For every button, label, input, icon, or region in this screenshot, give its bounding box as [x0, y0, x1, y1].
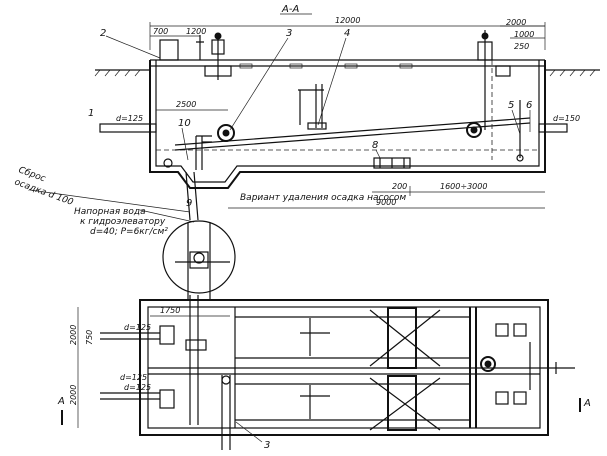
- svg-text:d=150: d=150: [553, 114, 580, 123]
- svg-text:5: 5: [508, 100, 514, 111]
- svg-text:А: А: [583, 398, 591, 409]
- section-title: А-А: [281, 4, 299, 15]
- svg-text:8: 8: [372, 140, 378, 151]
- plan-inlet-pipes: d=125 d=125 d=125: [100, 323, 207, 409]
- dimension-700-1200: 700 1200: [150, 27, 206, 37]
- svg-text:2500: 2500: [176, 100, 196, 109]
- svg-text:А: А: [57, 396, 65, 407]
- svg-text:1000: 1000: [514, 30, 534, 39]
- section-marker-left: А: [57, 396, 65, 425]
- svg-text:d=125: d=125: [116, 114, 143, 123]
- plan-scraper-frames: [369, 307, 477, 431]
- callout-2: 2: [100, 28, 106, 39]
- svg-text:2000: 2000: [506, 18, 526, 27]
- dimensions-section-bottom: 200 1600÷3000 9000 Вариант удаления осад…: [228, 182, 545, 209]
- svg-text:6: 6: [526, 100, 532, 111]
- svg-text:Напорная вода: Напорная вода: [74, 207, 146, 217]
- callout-4: 4: [344, 28, 350, 39]
- svg-text:9000: 9000: [376, 198, 396, 207]
- svg-text:12000: 12000: [335, 16, 360, 25]
- callout-3-plan: 3: [264, 440, 270, 451]
- svg-text:1: 1: [88, 108, 94, 119]
- section-marker-right: А: [579, 398, 591, 412]
- svg-text:1200: 1200: [186, 27, 206, 36]
- svg-text:700: 700: [153, 27, 168, 36]
- dimension-2500: 2500 10: [156, 100, 228, 161]
- plan-hydroelevator: [189, 295, 231, 450]
- ground-line: [94, 69, 600, 77]
- scraper-sprockets: [163, 122, 482, 168]
- svg-text:200: 200: [392, 182, 407, 191]
- tank-covers: [239, 63, 413, 69]
- svg-text:d=40; P=6кг/см²: d=40; P=6кг/см²: [90, 227, 168, 237]
- svg-text:d=125: d=125: [120, 373, 147, 382]
- svg-text:к гидроэлеватору: к гидроэлеватору: [80, 217, 166, 227]
- svg-text:1750: 1750: [160, 306, 180, 315]
- outlet-pipe: d=150 5 6: [508, 100, 580, 162]
- scraper-blade: [298, 84, 327, 130]
- svg-text:d=125: d=125: [124, 383, 151, 392]
- tank-section-body: [149, 59, 546, 189]
- svg-text:10: 10: [178, 118, 191, 129]
- plan-drive-right: [480, 323, 575, 405]
- svg-text:750: 750: [85, 330, 94, 345]
- svg-text:d=125: d=125: [124, 323, 151, 332]
- svg-text:250: 250: [514, 42, 529, 51]
- drive-mechanism-left: [159, 32, 232, 80]
- svg-text:9: 9: [186, 198, 192, 209]
- detail-callout-circle: [162, 220, 236, 300]
- callout-3: 3: [286, 28, 292, 39]
- tank-plan-body: [139, 299, 549, 436]
- svg-text:2000: 2000: [69, 325, 78, 345]
- pump-variant-note: Вариант удаления осадка насосом: [240, 193, 406, 203]
- svg-text:2000: 2000: [69, 385, 78, 405]
- svg-text:1600÷3000: 1600÷3000: [440, 182, 487, 191]
- pump-variant: 8: [372, 140, 411, 169]
- pressure-water-note: Напорная вода к гидроэлеватору d=40; P=6…: [74, 207, 195, 237]
- plan-dimensions: 1750 2000 2000 750: [69, 306, 230, 428]
- drive-mechanism-right: 2000 1000 250: [477, 18, 545, 160]
- inlet-pipe: d=125 1: [88, 108, 157, 133]
